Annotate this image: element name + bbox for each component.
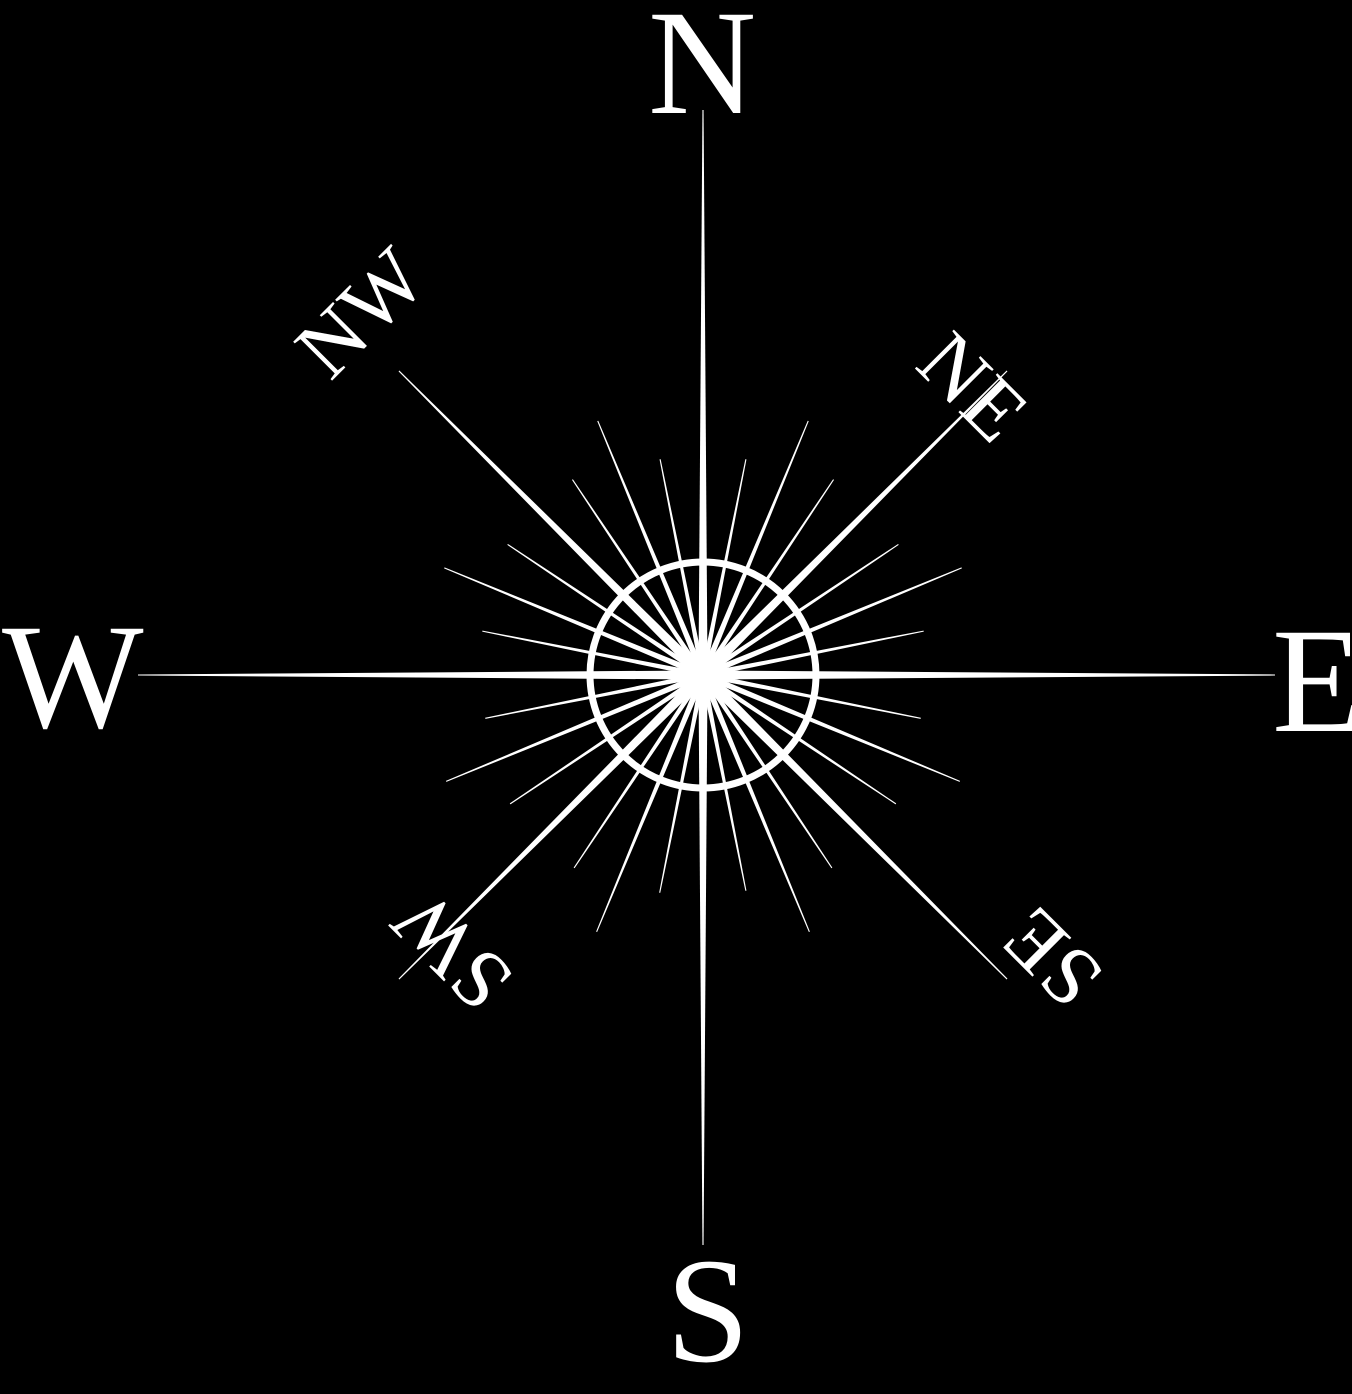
compass-ray-group <box>138 110 1275 1245</box>
compass-ray-112.5 <box>707 674 961 782</box>
compass-ray-45 <box>703 370 1008 675</box>
compass-ray-157.5 <box>702 679 810 933</box>
compass-ray-202.5 <box>596 679 704 933</box>
compass-ray-90 <box>708 670 1275 680</box>
compass-ray-0 <box>698 110 708 670</box>
compass-ray-135 <box>703 675 1008 980</box>
compass-rose-graphic <box>138 110 1275 1245</box>
compass-ray-67.5 <box>707 567 962 676</box>
compass-ray-56.25 <box>706 543 899 674</box>
compass-ray-123.75 <box>706 676 897 805</box>
compass-ray-180 <box>698 680 708 1245</box>
compass-ray-225 <box>398 675 703 980</box>
compass-label-west: W <box>2 594 144 760</box>
compass-hub <box>690 662 716 688</box>
compass-ring <box>586 558 820 792</box>
compass-ray-292.5 <box>444 567 699 676</box>
compass-ray-303.75 <box>507 543 700 674</box>
compass-label-south: S <box>666 1228 750 1394</box>
compass-ray-247.5 <box>445 674 699 782</box>
compass-label-east: E <box>1272 598 1352 764</box>
compass-ray-326.25 <box>571 479 702 672</box>
compass-ray-33.75 <box>704 479 835 672</box>
compass-ray-236.25 <box>509 676 700 805</box>
compass-ray-146.25 <box>704 678 833 869</box>
compass-ray-315 <box>398 370 703 675</box>
compass-ray-270 <box>138 670 698 680</box>
compass-label-north: N <box>648 0 757 146</box>
compass-ray-213.75 <box>573 678 702 869</box>
compass-ray-22.5 <box>702 420 809 671</box>
compass-ray-337.5 <box>597 420 704 671</box>
